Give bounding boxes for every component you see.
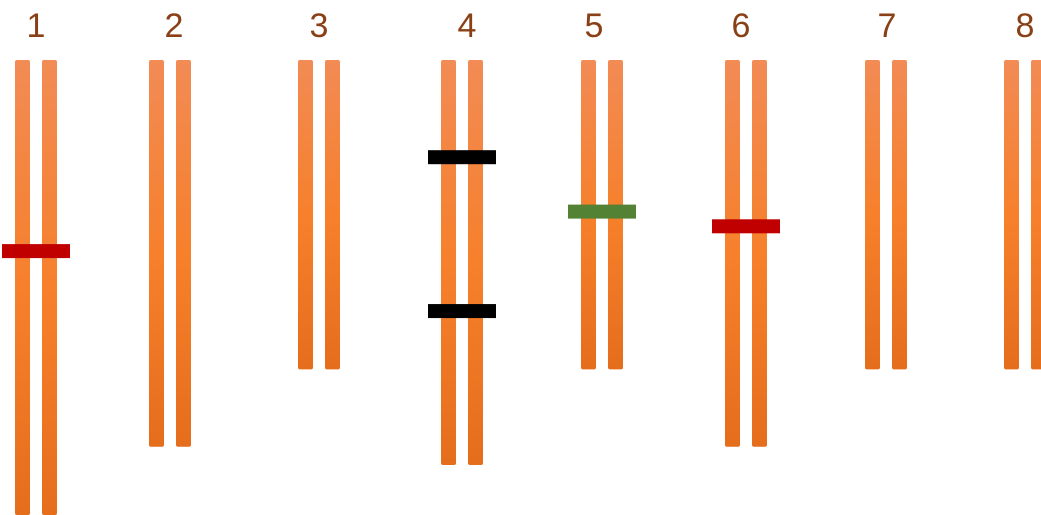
chromosome-label-3: 3 [309,7,329,45]
chromosome-pair-7 [865,60,907,370]
chromatid-right [42,60,57,515]
chromatid-left [149,60,164,447]
chromatid-left [298,60,313,370]
chromosome-pair-4 [428,60,496,465]
chromatid-left [441,60,456,465]
chromosome-label-5: 5 [584,7,604,45]
chromosome-label-1: 1 [26,7,46,45]
locus-marker [712,219,780,234]
chromosome-pair-3 [298,60,340,370]
chromosome-label-6: 6 [731,7,751,45]
chromatid-right [176,60,191,447]
chromosome-label-2: 2 [164,7,184,45]
chromatid-right [468,60,483,465]
chromatid-left [15,60,30,515]
chromatid-right [325,60,340,370]
chromosome-label-7: 7 [877,7,897,45]
chromatid-left [865,60,880,370]
chromosome-pair-1 [2,60,70,515]
chromosome-pair-5 [568,60,636,370]
locus-marker [2,244,70,259]
chromatid-left [725,60,740,447]
locus-marker [428,150,496,165]
locus-marker [428,304,496,319]
locus-marker [568,204,636,219]
chromosome-label-4: 4 [457,7,477,45]
chromosome-pair-6 [712,60,780,447]
chromatid-left [1004,60,1019,370]
chromatid-right [892,60,907,370]
chromosome-pair-2 [149,60,191,447]
chromatid-right [752,60,767,447]
chromatid-right [1031,60,1041,370]
chromosome-label-8: 8 [1015,7,1035,45]
chromosome-pair-8 [1004,60,1041,370]
